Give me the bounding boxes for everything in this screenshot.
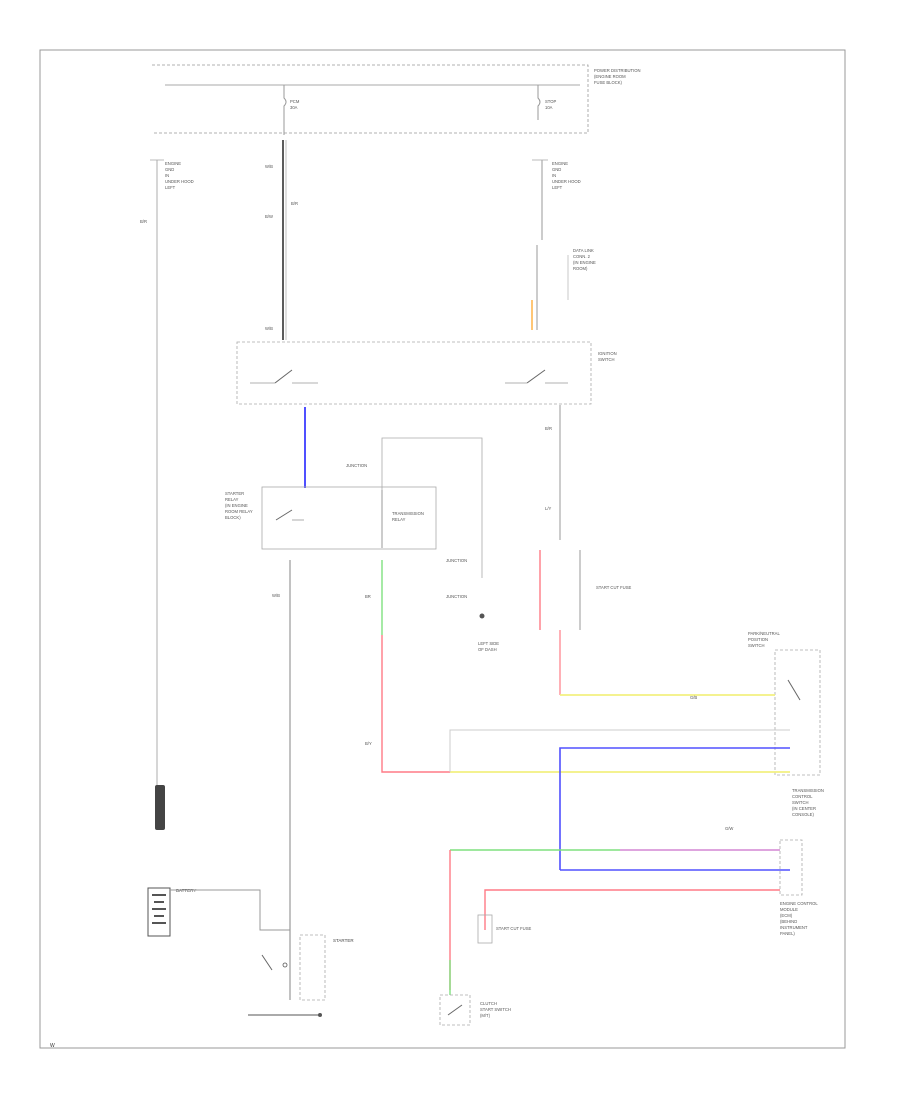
wire-relay-code-2: B/Y [365, 741, 372, 746]
wire-pcm-main: W/B B/R B/W W/B [265, 140, 298, 340]
transmission-control-label-2: CONTROL [792, 794, 813, 799]
fuse-stop-label-1: STOP [545, 99, 557, 104]
mid-ground-junction: JUNCTION [446, 558, 467, 563]
mid-ground-label-2: OF DASH [478, 647, 497, 652]
ecm-label-6: PANEL) [780, 931, 795, 936]
transmission-control-label-3: SWITCH [792, 800, 809, 805]
park-neutral-label-2: POSITION [748, 637, 768, 642]
clutch-switch: CLUTCH START SWITCH (M/T) [439, 994, 511, 1026]
starter-relay: STARTER RELAY (IN ENGINE ROOM RELAY BLOC… [225, 486, 437, 550]
transmission-control-label-4: (IN CENTER [792, 806, 816, 811]
top-fuse-block-label-2: (ENGINE ROOM [594, 74, 626, 79]
fuse-clutch: START CUT FUSE [477, 914, 531, 944]
top-fuse-block-label-3: FUSE BLOCK) [594, 80, 623, 85]
right-lead-label-1: ENGINE [552, 161, 568, 166]
transmission-relay-label-2: RELAY [392, 517, 406, 522]
ignition-switch-label-2: SWITCH [598, 357, 615, 362]
starter-label: STARTER [333, 938, 354, 943]
right-lead-label-5: LEFT [552, 185, 563, 190]
starter-relay-label-4: ROOM RELAY [225, 509, 253, 514]
left-lead-label-3: IN [165, 173, 169, 178]
transmission-relay-label-1: TRANSMISSION [392, 511, 424, 516]
fuse-small-label: START CUT FUSE [596, 585, 631, 590]
wire-red-module [484, 889, 780, 930]
right-lead: ENGINE GND IN UNDER HOOD LEFT DATA LINK … [531, 159, 596, 330]
transmission-control-label-1: TRANSMISSION [792, 788, 824, 793]
park-neutral-label-3: SWITCH [748, 643, 765, 648]
fuse-stop-label-2: 10A [545, 105, 553, 110]
wire-pcm-code-1: W/B [265, 164, 273, 169]
fusible-link [155, 785, 165, 830]
fuse-clutch-label: START CUT FUSE [496, 926, 531, 931]
wire-yellow-code: G/B [690, 695, 697, 700]
ecm-label-3: (ECM) [780, 913, 793, 918]
fuse-pcm-label-1: PCM [290, 99, 300, 104]
wire-right-code-1: B/R [545, 426, 552, 431]
left-lead-label-2: GND [165, 167, 174, 172]
top-fuse-block-label-1: POWER DISTRIBUTION [594, 68, 641, 73]
ignition-switch: IGNITION SWITCH [236, 341, 617, 405]
ecm-label-4: (BEHIND [780, 919, 797, 924]
top-fuse-block: POWER DISTRIBUTION (ENGINE ROOM FUSE BLO… [152, 64, 641, 135]
ecm-label-5: INSTRUMENT [780, 925, 808, 930]
starter-relay-label-3: (IN ENGINE [225, 503, 248, 508]
park-neutral-switch: PARK/NEUTRAL POSITION SWITCH [748, 631, 821, 776]
right-lead-label-4: UNDER HOOD [552, 179, 581, 184]
wire-pcm-code-4: W/B [265, 326, 273, 331]
wire-red-relay [381, 635, 450, 773]
junction-right-label-3: (IN ENGINE [573, 260, 596, 265]
junction-right-label-4: ROOM) [573, 266, 588, 271]
page-id: W [50, 1043, 55, 1049]
fuse-pcm: PCM 30A [283, 85, 300, 135]
mid-ground-junction-2: JUNCTION [446, 594, 467, 599]
wire-right-code-2: L/Y [545, 506, 551, 511]
right-lead-label-2: GND [552, 167, 561, 172]
wire-pcm-code-3: B/W [265, 214, 273, 219]
wire-gray [449, 729, 790, 772]
battery: BATTERY [147, 887, 196, 937]
left-lead-label-4: UNDER HOOD [165, 179, 194, 184]
left-lead-label-5: LEFT [165, 185, 176, 190]
junction-mid-label: JUNCTION [346, 463, 367, 468]
right-lead-label-3: IN [552, 173, 556, 178]
fuse-stop: STOP 10A [537, 85, 557, 120]
left-lead-wire-code: B/R [140, 219, 147, 224]
junction-right-label-2: CONN. 2 [573, 254, 591, 259]
fuse-pcm-label-2: 30A [290, 105, 298, 110]
park-neutral-label-1: PARK/NEUTRAL [748, 631, 780, 636]
left-lead: ENGINE GND IN UNDER HOOD LEFT B/R [140, 159, 194, 790]
clutch-label-3: (M/T) [480, 1013, 491, 1018]
clutch-label-1: CLUTCH [480, 1001, 497, 1006]
wire-blue-loop [559, 747, 790, 870]
transmission-control-label-5: CONSOLE) [792, 812, 814, 817]
wire-pcm-code-2: B/R [291, 201, 298, 206]
wire-starter-code: W/B [272, 593, 280, 598]
starter-relay-label-2: RELAY [225, 497, 239, 502]
diagram-border [39, 49, 846, 1049]
transmission-control: TRANSMISSION CONTROL SWITCH (IN CENTER C… [779, 788, 824, 896]
ecm-label-2: MODULE [780, 907, 798, 912]
right-pink-run: START CUT FUSE B/R L/Y [539, 405, 631, 695]
starter-relay-label-1: STARTER [225, 491, 244, 496]
clutch-label-2: START SWITCH [480, 1007, 511, 1012]
relay-bracket [381, 437, 483, 578]
wire-relay-code-1: BR [365, 594, 371, 599]
starter: STARTER [170, 889, 354, 1017]
ignition-switch-label-1: IGNITION [598, 351, 617, 356]
wire-module-code: G/W [725, 826, 733, 831]
ecm-label-1: ENGINE CONTROL [780, 901, 818, 906]
starter-relay-label-5: BLOCK) [225, 515, 241, 520]
left-lead-label-1: ENGINE [165, 161, 181, 166]
mid-ground-label-1: LEFT SIDE [478, 641, 499, 646]
mid-ground: JUNCTION JUNCTION LEFT SIDE OF DASH [446, 558, 499, 652]
junction-right-label-1: DATA LINK [573, 248, 594, 253]
engine-control-module: ENGINE CONTROL MODULE (ECM) (BEHIND INST… [780, 901, 818, 936]
